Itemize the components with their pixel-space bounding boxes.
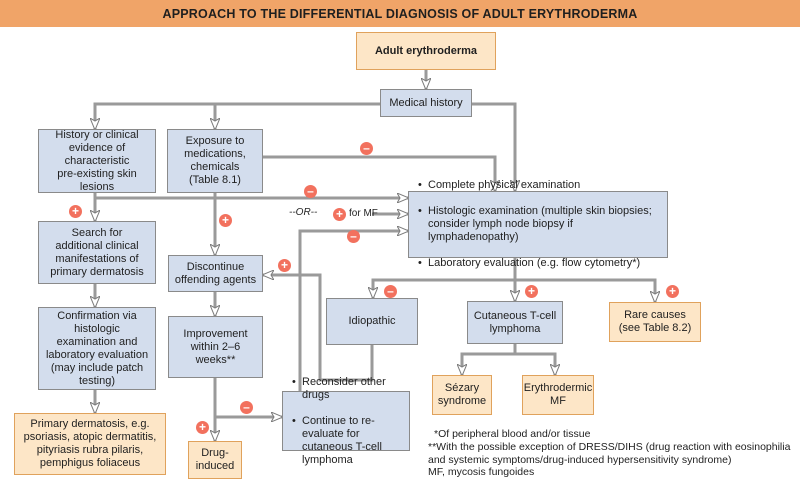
plus-sign: + bbox=[525, 285, 538, 298]
reconsider-item: Reconsider other drugs bbox=[292, 376, 405, 402]
plus-sign: + bbox=[333, 208, 346, 221]
minus-sign: – bbox=[384, 285, 397, 298]
node-confirmation: Confirmation via histologic examination … bbox=[38, 307, 156, 390]
plus-sign: + bbox=[666, 285, 679, 298]
node-erythrodermic-mf: Erythrodermic MF bbox=[522, 375, 594, 415]
node-reconsider: Reconsider other drugs Continue to re-ev… bbox=[282, 376, 410, 466]
arrow-ctcl-emf bbox=[515, 352, 555, 375]
minus-sign: – bbox=[304, 185, 317, 198]
or-label: --OR-- bbox=[289, 207, 318, 218]
arrow-history-skin bbox=[95, 102, 380, 129]
node-drug-induced: Drug- induced bbox=[188, 441, 242, 479]
workup-item: Complete physical examination bbox=[418, 179, 663, 192]
for-mf-label: for MF bbox=[349, 208, 378, 219]
arrow-history-workup bbox=[472, 102, 515, 191]
title-banner: APPROACH TO THE DIFFERENTIAL DIAGNOSIS O… bbox=[0, 0, 800, 27]
arrow-history-exposure bbox=[215, 102, 380, 129]
node-ctcl: Cutaneous T-cell lymphoma bbox=[467, 301, 563, 344]
node-sezary: Sézary syndrome bbox=[432, 375, 492, 415]
minus-sign: – bbox=[360, 142, 373, 155]
plus-sign: + bbox=[219, 214, 232, 227]
footnote-peripheral: *Of peripheral blood and/or tissue bbox=[434, 428, 591, 440]
plus-sign: + bbox=[278, 259, 291, 272]
node-workup: Complete physical examination Histologic… bbox=[408, 179, 668, 270]
node-primary-dermatosis: Primary dermatosis, e.g. psoriasis, atop… bbox=[14, 413, 166, 475]
chart-title: APPROACH TO THE DIFFERENTIAL DIAGNOSIS O… bbox=[162, 6, 638, 21]
node-skin-lesions: History or clinical evidence of characte… bbox=[38, 129, 156, 193]
plus-sign: + bbox=[196, 421, 209, 434]
arrow-ctcl-sezary bbox=[462, 344, 517, 375]
node-exposure: Exposure to medications, chemicals (Tabl… bbox=[167, 129, 263, 193]
arrow-workup-rare bbox=[515, 278, 655, 302]
node-medical-history: Medical history bbox=[380, 89, 472, 117]
workup-item: Histologic examination (multiple skin bi… bbox=[418, 205, 663, 244]
node-improvement: Improvement within 2–6 weeks** bbox=[168, 316, 263, 378]
footnote-dress: **With the possible exception of DRESS/D… bbox=[428, 441, 791, 478]
node-idiopathic: Idiopathic bbox=[326, 298, 418, 345]
node-adult-erythroderma: Adult erythroderma bbox=[356, 32, 496, 70]
minus-sign: – bbox=[240, 401, 253, 414]
reconsider-item: Continue to re-evaluate for cutaneous T-… bbox=[292, 415, 405, 467]
minus-sign: – bbox=[347, 230, 360, 243]
arrow-reconsider-workup bbox=[298, 231, 408, 391]
node-discontinue: Discontinue offending agents bbox=[168, 255, 263, 292]
plus-sign: + bbox=[69, 205, 82, 218]
node-search: Search for additional clinical manifesta… bbox=[38, 221, 156, 284]
workup-item: Laboratory evaluation (e.g. flow cytomet… bbox=[418, 257, 663, 270]
node-rare-causes: Rare causes (see Table 8.2) bbox=[609, 302, 701, 342]
